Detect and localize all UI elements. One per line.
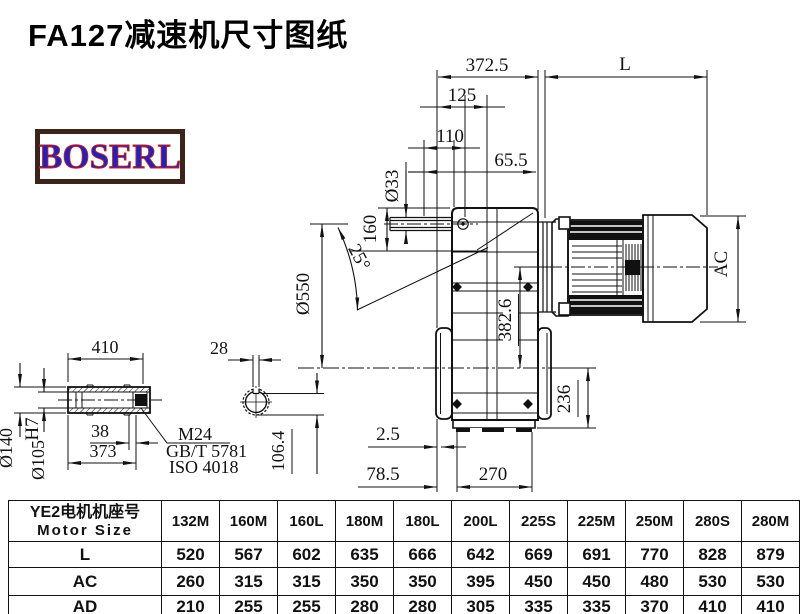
table-cell: 642 <box>451 541 510 568</box>
table-cell: 350 <box>335 567 394 596</box>
table-cell: 635 <box>335 541 394 568</box>
table-column-header: 225S <box>509 500 568 542</box>
table-cell: 260 <box>161 567 220 596</box>
table-cell: 315 <box>277 567 336 596</box>
table-cell: 879 <box>741 541 800 568</box>
table-cell: 350 <box>393 567 452 596</box>
table-cell: 280 <box>335 595 394 614</box>
dim-372-5: 372.5 <box>466 55 509 76</box>
dim-25deg: 25° <box>343 241 374 274</box>
table-column-header: 250M <box>625 500 684 542</box>
table-cell: 520 <box>161 541 220 568</box>
svg-text:Ø105: Ø105 <box>28 440 48 480</box>
table-cell: 255 <box>277 595 336 614</box>
table-cell: 315 <box>219 567 278 596</box>
table-column-header: 180L <box>393 500 452 542</box>
table-cell: 280 <box>393 595 452 614</box>
table-cell: 691 <box>567 541 626 568</box>
table-cell: 480 <box>625 567 684 596</box>
dim-78-5: 78.5 <box>366 464 399 485</box>
dim-382-6: 382.6 <box>495 299 516 342</box>
dimension-angle <box>310 223 489 368</box>
flange-bolts <box>452 282 533 409</box>
table-cell: 410 <box>683 595 742 614</box>
note-iso: ISO 4018 <box>169 457 239 477</box>
dim-2-5: 2.5 <box>376 424 400 445</box>
table-cell: 255 <box>219 595 278 614</box>
table-cell: 669 <box>509 541 568 568</box>
dimension-382-6 <box>503 266 548 368</box>
dimensions-top <box>350 70 708 492</box>
dim-550: Ø550 <box>293 273 314 315</box>
circle-view <box>228 355 324 474</box>
dim-140: Ø140 <box>0 428 16 468</box>
table-cell: 370 <box>625 595 684 614</box>
dim-125: 125 <box>448 85 477 106</box>
dimensions-bottom <box>358 432 533 492</box>
table-column-header: 180M <box>335 500 394 542</box>
table-column-header: 200L <box>451 500 510 542</box>
boserl-logo-text: BOSERL <box>39 137 182 176</box>
table-cell: 305 <box>451 595 510 614</box>
dim-AC: AC <box>711 251 732 277</box>
dim-65-5: 65.5 <box>494 150 527 171</box>
table-cell: 410 <box>741 595 800 614</box>
motor <box>538 214 718 323</box>
input-shaft <box>384 216 478 232</box>
table-cell: 450 <box>509 567 568 596</box>
dim-106-4: 106.4 <box>268 431 288 472</box>
table-cell: 602 <box>277 541 336 568</box>
shaft-view <box>14 353 230 470</box>
table-row-label: AC <box>8 567 162 596</box>
note-gbt: GB/T 5781 <box>166 441 247 461</box>
table-cell: 530 <box>741 567 800 596</box>
svg-text:H7: H7 <box>22 417 43 440</box>
dimension-AC <box>700 215 746 323</box>
dim-105h7: Ø105 H7 <box>22 417 48 480</box>
boserl-logo: BOSERL <box>35 129 185 184</box>
dimension-236 <box>537 367 596 429</box>
table-cell: 335 <box>567 595 626 614</box>
main-view-gearbox <box>435 95 552 432</box>
table-cell: 770 <box>625 541 684 568</box>
table-column-header: 280M <box>741 500 800 542</box>
table-cell: 530 <box>683 567 742 596</box>
dim-410: 410 <box>92 337 119 357</box>
dim-373: 373 <box>90 441 117 461</box>
table-cell: 666 <box>393 541 452 568</box>
table-column-header: 132M <box>161 500 220 542</box>
table-column-header: 160M <box>219 500 278 542</box>
table-row-label: AD <box>8 595 162 614</box>
dim-L: L <box>619 54 631 75</box>
dim-33: Ø33 <box>382 170 403 203</box>
table-column-header: 280S <box>683 500 742 542</box>
page-title: FA127减速机尺寸图纸 <box>28 18 349 53</box>
dim-270: 270 <box>479 464 508 485</box>
dim-110: 110 <box>436 126 464 147</box>
dim-160: 160 <box>360 215 381 244</box>
table-cell: 395 <box>451 567 510 596</box>
table-column-header: 160L <box>277 500 336 542</box>
dim-28: 28 <box>210 338 228 358</box>
table-row-label: L <box>8 541 162 568</box>
dim-38: 38 <box>91 421 109 441</box>
table-cell: 828 <box>683 541 742 568</box>
note-m24: M24 <box>178 424 212 444</box>
table-cell: 567 <box>219 541 278 568</box>
table-cell: 335 <box>509 595 568 614</box>
dim-236: 236 <box>554 385 575 414</box>
table-cell: 450 <box>567 567 626 596</box>
table-column-header: 225M <box>567 500 626 542</box>
table-cell: 210 <box>161 595 220 614</box>
